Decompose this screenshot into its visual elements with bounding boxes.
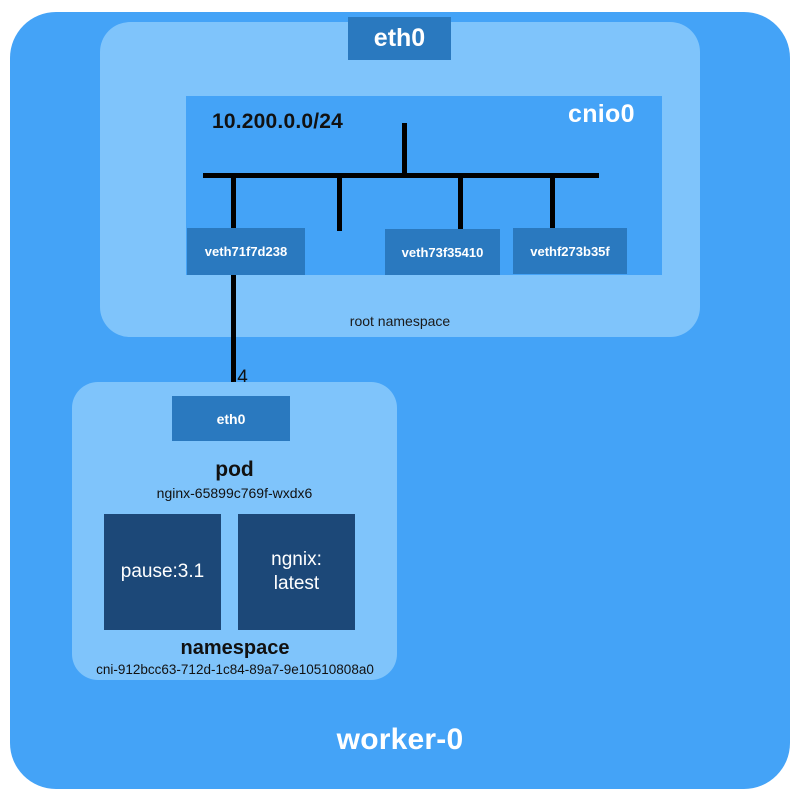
veth-pair-cable (231, 273, 236, 399)
pod-eth0-interface[interactable]: eth0 (172, 396, 290, 441)
veth-drop-wire-stub (337, 173, 342, 231)
bridge-cidr-label: 10.200.0.0/24 (212, 110, 344, 133)
container-pause[interactable]: pause:3.1 (104, 514, 221, 630)
veth-interface-1[interactable]: veth73f35410 (385, 229, 500, 275)
uplink-wire-vertical (402, 123, 407, 177)
worker-node-label: worker-0 (336, 723, 464, 756)
veth-interface-2[interactable]: vethf273b35f (513, 228, 627, 274)
host-eth0-interface[interactable]: eth0 (348, 17, 451, 60)
pod-name-label: nginx-65899c769f-wxdx6 (156, 485, 313, 501)
bridge-bus-wire (203, 173, 599, 178)
veth-drop-wire-0 (231, 173, 236, 231)
veth-interface-0[interactable]: veth71f7d238 (187, 228, 305, 275)
pod-title-label: pod (215, 458, 254, 481)
root-namespace-label: root namespace (349, 313, 451, 329)
container-nginx[interactable]: ngnix: latest (238, 514, 355, 630)
veth-drop-wire-2 (550, 173, 555, 231)
namespace-id-label: cni-912bcc63-712d-1c84-89a7-9e10510808a0 (96, 662, 374, 677)
namespace-title-label: namespace (180, 637, 290, 659)
bridge-name-label: cnio0 (568, 100, 635, 128)
veth-drop-wire-1 (458, 173, 463, 231)
